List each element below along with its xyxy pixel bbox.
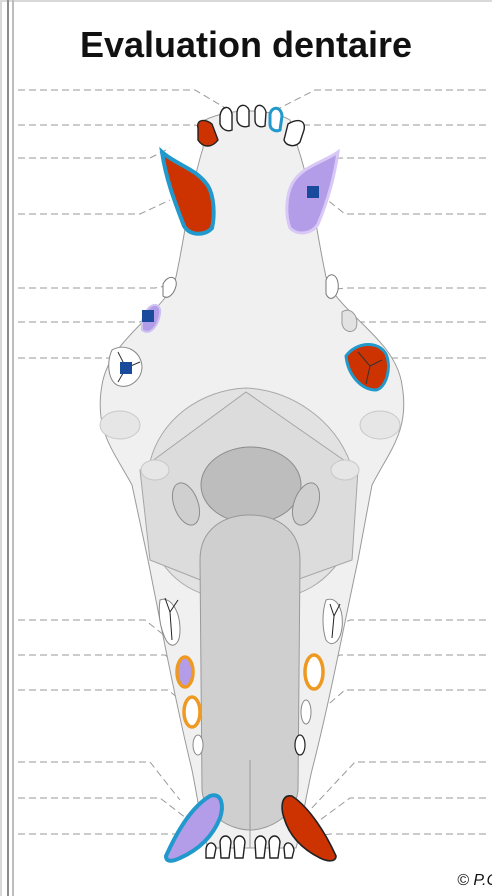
leader-line xyxy=(18,655,182,668)
missing-marker xyxy=(142,310,154,322)
upper-right-premolar-2 xyxy=(342,310,357,331)
leader-line xyxy=(330,158,486,160)
lower-right-premolar-1 xyxy=(305,655,323,689)
leader-line xyxy=(18,620,170,640)
lower-right-premolar-3 xyxy=(295,735,305,755)
lower-left-premolar-1 xyxy=(177,657,193,687)
lower-left-premolar-3 xyxy=(193,735,203,755)
missing-marker xyxy=(307,186,319,198)
missing-marker xyxy=(120,362,132,374)
leader-line xyxy=(310,762,486,810)
throat-ellipse xyxy=(201,447,301,523)
leader-line xyxy=(330,288,486,290)
leader-line xyxy=(320,798,486,820)
leader-line xyxy=(272,90,486,112)
leader-line xyxy=(18,285,170,288)
leader-line xyxy=(18,762,180,800)
copyright-text: © P.C xyxy=(457,872,492,890)
leader-line xyxy=(18,125,208,128)
leader-line xyxy=(18,90,232,112)
lower-left-premolar-2 xyxy=(184,697,200,727)
leader-line xyxy=(330,620,486,630)
leader-line xyxy=(292,125,486,132)
leader-line xyxy=(315,190,486,214)
leader-line xyxy=(310,690,486,720)
leader-line xyxy=(18,200,170,214)
leader-line xyxy=(18,318,148,322)
leader-line xyxy=(18,690,188,706)
leader-line xyxy=(18,148,170,158)
leader-line xyxy=(318,655,486,668)
lower-right-premolar-2 xyxy=(301,700,311,724)
upper-right-premolar-1 xyxy=(326,275,338,299)
leader-line xyxy=(18,798,186,818)
